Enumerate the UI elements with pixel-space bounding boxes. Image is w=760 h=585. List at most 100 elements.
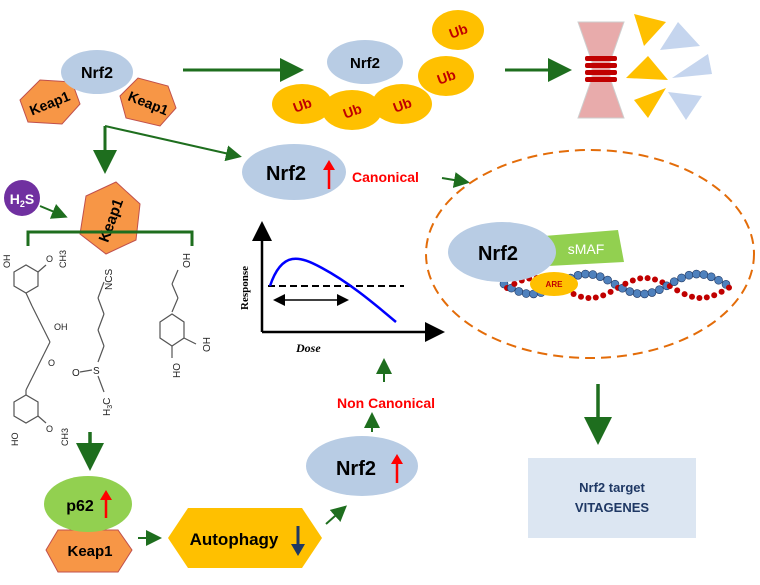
hydroxytyrosol-labels: OH OH HO xyxy=(172,253,213,378)
arrow-autophagy-to-nrf2 xyxy=(325,505,347,525)
canonical-label: Canonical xyxy=(352,169,419,185)
svg-text:O: O xyxy=(46,424,53,434)
sulforaphane-labels: NCS S O H3C xyxy=(72,269,115,416)
dna-bead-red xyxy=(696,294,703,301)
keap1-central-shape xyxy=(79,181,141,255)
dna-bead-blue xyxy=(632,289,642,298)
svg-text:OH: OH xyxy=(182,253,193,268)
dna-bead-red xyxy=(674,287,681,294)
nrf2-noncanonical-label: Nrf2 xyxy=(336,458,376,480)
svg-text:O: O xyxy=(46,254,53,264)
dna-bead-red xyxy=(592,294,599,301)
nrf2-oval-noncanonical xyxy=(306,436,418,496)
dna-bead-blue xyxy=(706,272,716,282)
svg-text:O: O xyxy=(48,358,55,368)
target-line2: VITAGENES xyxy=(575,500,649,515)
dna-bead-red xyxy=(622,280,629,287)
nrf2-top-label: Nrf2 xyxy=(81,65,113,82)
svg-text:HO: HO xyxy=(10,433,20,447)
dna-bead-red xyxy=(585,294,592,301)
svg-text:OH: OH xyxy=(54,322,68,332)
dna-bead-red xyxy=(726,284,732,291)
non-canonical-label: Non Canonical xyxy=(337,395,435,411)
up-arrow-p62-head xyxy=(100,490,112,500)
p62-oval xyxy=(44,476,132,532)
sulforaphane-structure xyxy=(79,281,105,393)
keap1-bottom-shape xyxy=(45,529,133,573)
nucleus-outline xyxy=(425,149,755,359)
nrf2-oval-ub xyxy=(327,40,403,84)
nrf2-canonical: Nrf2 xyxy=(242,144,346,200)
svg-text:HO: HO xyxy=(172,363,183,378)
dna-bead-blue xyxy=(669,277,679,286)
dna-bead-blue xyxy=(595,272,605,281)
degraded-fragments xyxy=(626,14,712,120)
graph-response-label: Response xyxy=(239,266,251,310)
dna-bead-red xyxy=(637,275,644,282)
dna-bead-red xyxy=(511,280,518,287)
svg-text:CH3: CH3 xyxy=(58,250,68,268)
dna-bead-blue xyxy=(692,269,701,279)
dna-bead-blue xyxy=(677,273,686,283)
dna-bead-red xyxy=(689,293,695,300)
fragment-3 xyxy=(626,56,668,80)
dna-bead-blue xyxy=(603,275,612,285)
dna-bead-red xyxy=(578,293,584,300)
arrow-complex-to-canonical-nrf2 xyxy=(104,125,242,162)
dna-bead-blue xyxy=(684,270,694,280)
p62-complex: Keap1 p62 xyxy=(44,476,133,573)
p62-label: p62 xyxy=(66,498,94,515)
proteasome-band-3 xyxy=(585,70,617,75)
hormesis-graph: Response Dose xyxy=(239,221,445,355)
target-line1: Nrf2 target xyxy=(579,480,645,495)
nrf2-noncanonical: Nrf2 xyxy=(306,436,418,496)
arrow-canonical-to-nucleus xyxy=(441,172,470,188)
dna-strand xyxy=(499,269,732,301)
nrf2-ub-label: Nrf2 xyxy=(350,55,380,72)
arrow-h2s-to-keap1 xyxy=(39,204,68,219)
dna-bead-blue xyxy=(640,289,649,299)
nrf2-canonical-label: Nrf2 xyxy=(266,163,306,185)
fragment-2 xyxy=(660,22,700,50)
keap1-right-shape xyxy=(119,77,177,127)
dna-bead-blue xyxy=(588,270,598,279)
dna-bead-blue xyxy=(647,288,657,297)
dna-bead-blue xyxy=(521,289,531,298)
vitagenes-rect xyxy=(528,458,696,538)
ub-oval-2 xyxy=(322,90,382,130)
ub-label-2: Ub xyxy=(341,100,364,121)
vitagenes-box: Nrf2 target VITAGENES xyxy=(528,458,696,538)
graph-dose-label: Dose xyxy=(295,341,321,355)
compound-bracket xyxy=(26,230,194,246)
autophagy-label: Autophagy xyxy=(190,530,279,549)
hydroxytyrosol-structure xyxy=(159,269,197,358)
dna-bead-red xyxy=(681,291,688,298)
dna-bead-blue xyxy=(573,270,583,280)
keap1-nrf2-complex: Keap1 Keap1 Nrf2 xyxy=(19,50,177,127)
proteasome xyxy=(577,21,625,119)
svg-text:H3C: H3C xyxy=(102,398,114,416)
curcumin-structure xyxy=(13,264,51,424)
up-arrow-noncanonical-head xyxy=(391,454,403,464)
autophagy-box: Autophagy xyxy=(168,508,322,568)
svg-text:OH: OH xyxy=(202,337,213,352)
smaf-shape xyxy=(544,230,624,266)
nrf2-oval-canonical xyxy=(242,144,346,200)
dna-bead-blue xyxy=(514,287,524,296)
h2s-circle xyxy=(4,180,40,216)
ub-oval-5 xyxy=(432,10,484,50)
ub-label-1: Ub xyxy=(291,94,314,115)
up-arrow-canonical-head xyxy=(323,160,335,170)
dna-bead-blue xyxy=(625,287,635,296)
h2s-molecule: H2S xyxy=(4,180,40,216)
dna-bead-red xyxy=(570,290,577,297)
dna-bead-red xyxy=(629,277,636,284)
proteasome-band-2 xyxy=(585,63,617,68)
dna-bead-blue xyxy=(714,275,723,285)
are-oval xyxy=(530,272,578,296)
nrf2-oval-top xyxy=(61,50,133,94)
keap1-left-shape xyxy=(19,79,81,125)
keap1-central: Keap1 xyxy=(79,181,141,255)
ub-oval-4 xyxy=(418,56,474,96)
